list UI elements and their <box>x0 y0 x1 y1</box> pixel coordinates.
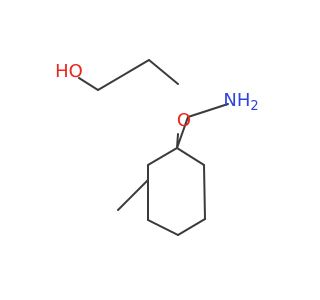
hydroxyl-label: HO <box>55 61 83 82</box>
bond-quat-ch2 <box>176 116 189 149</box>
ring-bond-6 <box>147 147 178 166</box>
bond-ch2-n <box>187 103 229 118</box>
bond-ho-c1 <box>78 77 99 91</box>
bond-methyl <box>117 179 149 211</box>
ring-bond-3 <box>177 218 206 236</box>
amine-subscript: 2 <box>250 99 258 114</box>
bond-c1-c2 <box>97 59 150 91</box>
molecule-structure: HO O NH2 <box>55 59 259 236</box>
amine-main: NH <box>223 90 250 111</box>
ring-bond-4 <box>147 219 179 236</box>
ring-bond-1 <box>176 147 205 166</box>
amine-label: NH2 <box>223 90 258 114</box>
ether-oxygen-label: O <box>177 110 191 131</box>
bond-c2-o <box>148 59 179 85</box>
ring-bond-2 <box>203 164 206 220</box>
